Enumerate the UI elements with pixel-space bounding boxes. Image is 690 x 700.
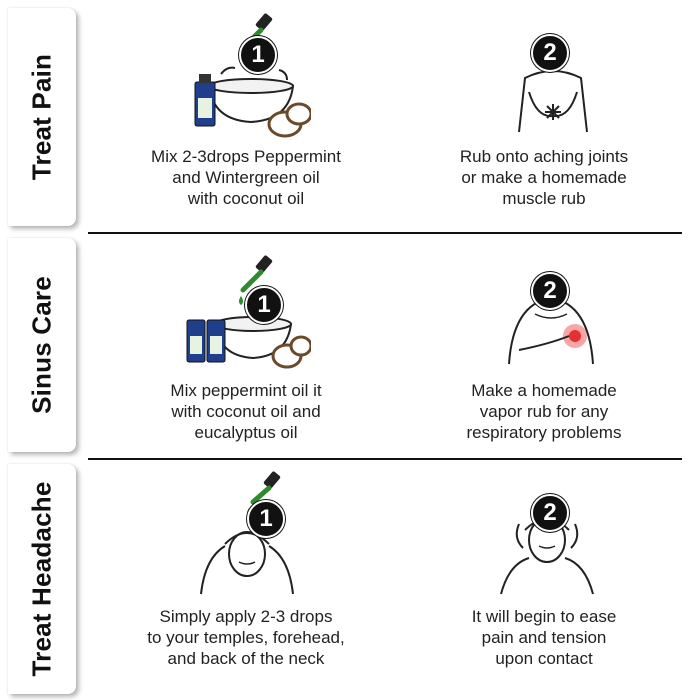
- step-number-badge: 1: [245, 286, 283, 324]
- side-tab-sinus-care: Sinus Care: [8, 238, 76, 452]
- step-number-badge: 1: [239, 36, 277, 74]
- section-title: Treat Headache: [26, 481, 57, 677]
- side-tab-treat-pain: Treat Pain: [8, 8, 76, 226]
- step-1: 1 Mix 2-3drops Peppermint and Wintergree…: [116, 8, 376, 209]
- section-divider: [88, 458, 682, 460]
- step-number-badge: 2: [531, 34, 569, 72]
- step-caption: It will begin to ease pain and tension u…: [471, 607, 617, 668]
- step-1: 1 Simply apply 2-3 drops to your temples…: [116, 468, 376, 669]
- step-caption: Rub onto aching joints or make a homemad…: [459, 147, 629, 208]
- section-title: Treat Pain: [26, 53, 57, 181]
- head-drop-figure-icon: 1: [181, 468, 311, 598]
- section-treat-pain: Treat Pain 1: [0, 0, 690, 232]
- section-treat-headache: Treat Headache 1 Simply apply 2-3 drops …: [0, 460, 690, 700]
- step-caption: Make a homemade vapor rub for any respir…: [466, 381, 622, 442]
- section-divider: [88, 232, 682, 234]
- step-2: 2 Make a homemade vapor rub for any resp…: [414, 254, 674, 443]
- step-number-badge: 2: [531, 272, 569, 310]
- section-title: Sinus Care: [26, 276, 57, 414]
- step-number-badge: 1: [247, 500, 285, 538]
- step-caption: Mix peppermint oil it with coconut oil a…: [170, 381, 322, 442]
- step-caption: Mix 2-3drops Peppermint and Wintergreen …: [151, 147, 341, 208]
- step-caption: Simply apply 2-3 drops to your temples, …: [147, 607, 345, 668]
- section-sinus-care: Sinus Care 1 Mix peppermint oil it with …: [0, 234, 690, 458]
- oil-mixing-bowl-icon: 1: [181, 254, 311, 372]
- side-tab-treat-headache: Treat Headache: [8, 464, 76, 694]
- head-massage-figure-icon: 2: [479, 468, 609, 598]
- step-1: 1 Mix peppermint oil it with coconut oil…: [116, 254, 376, 443]
- oil-mixing-bowl-icon: 1: [181, 8, 311, 138]
- step-2: 2 Rub onto aching joints or make a homem…: [414, 8, 674, 209]
- step-number-badge: 2: [531, 494, 569, 532]
- chest-rub-figure-icon: 2: [479, 254, 609, 372]
- step-2: 2 It will begin to ease pain and tension…: [414, 468, 674, 669]
- back-pain-figure-icon: 2: [479, 8, 609, 138]
